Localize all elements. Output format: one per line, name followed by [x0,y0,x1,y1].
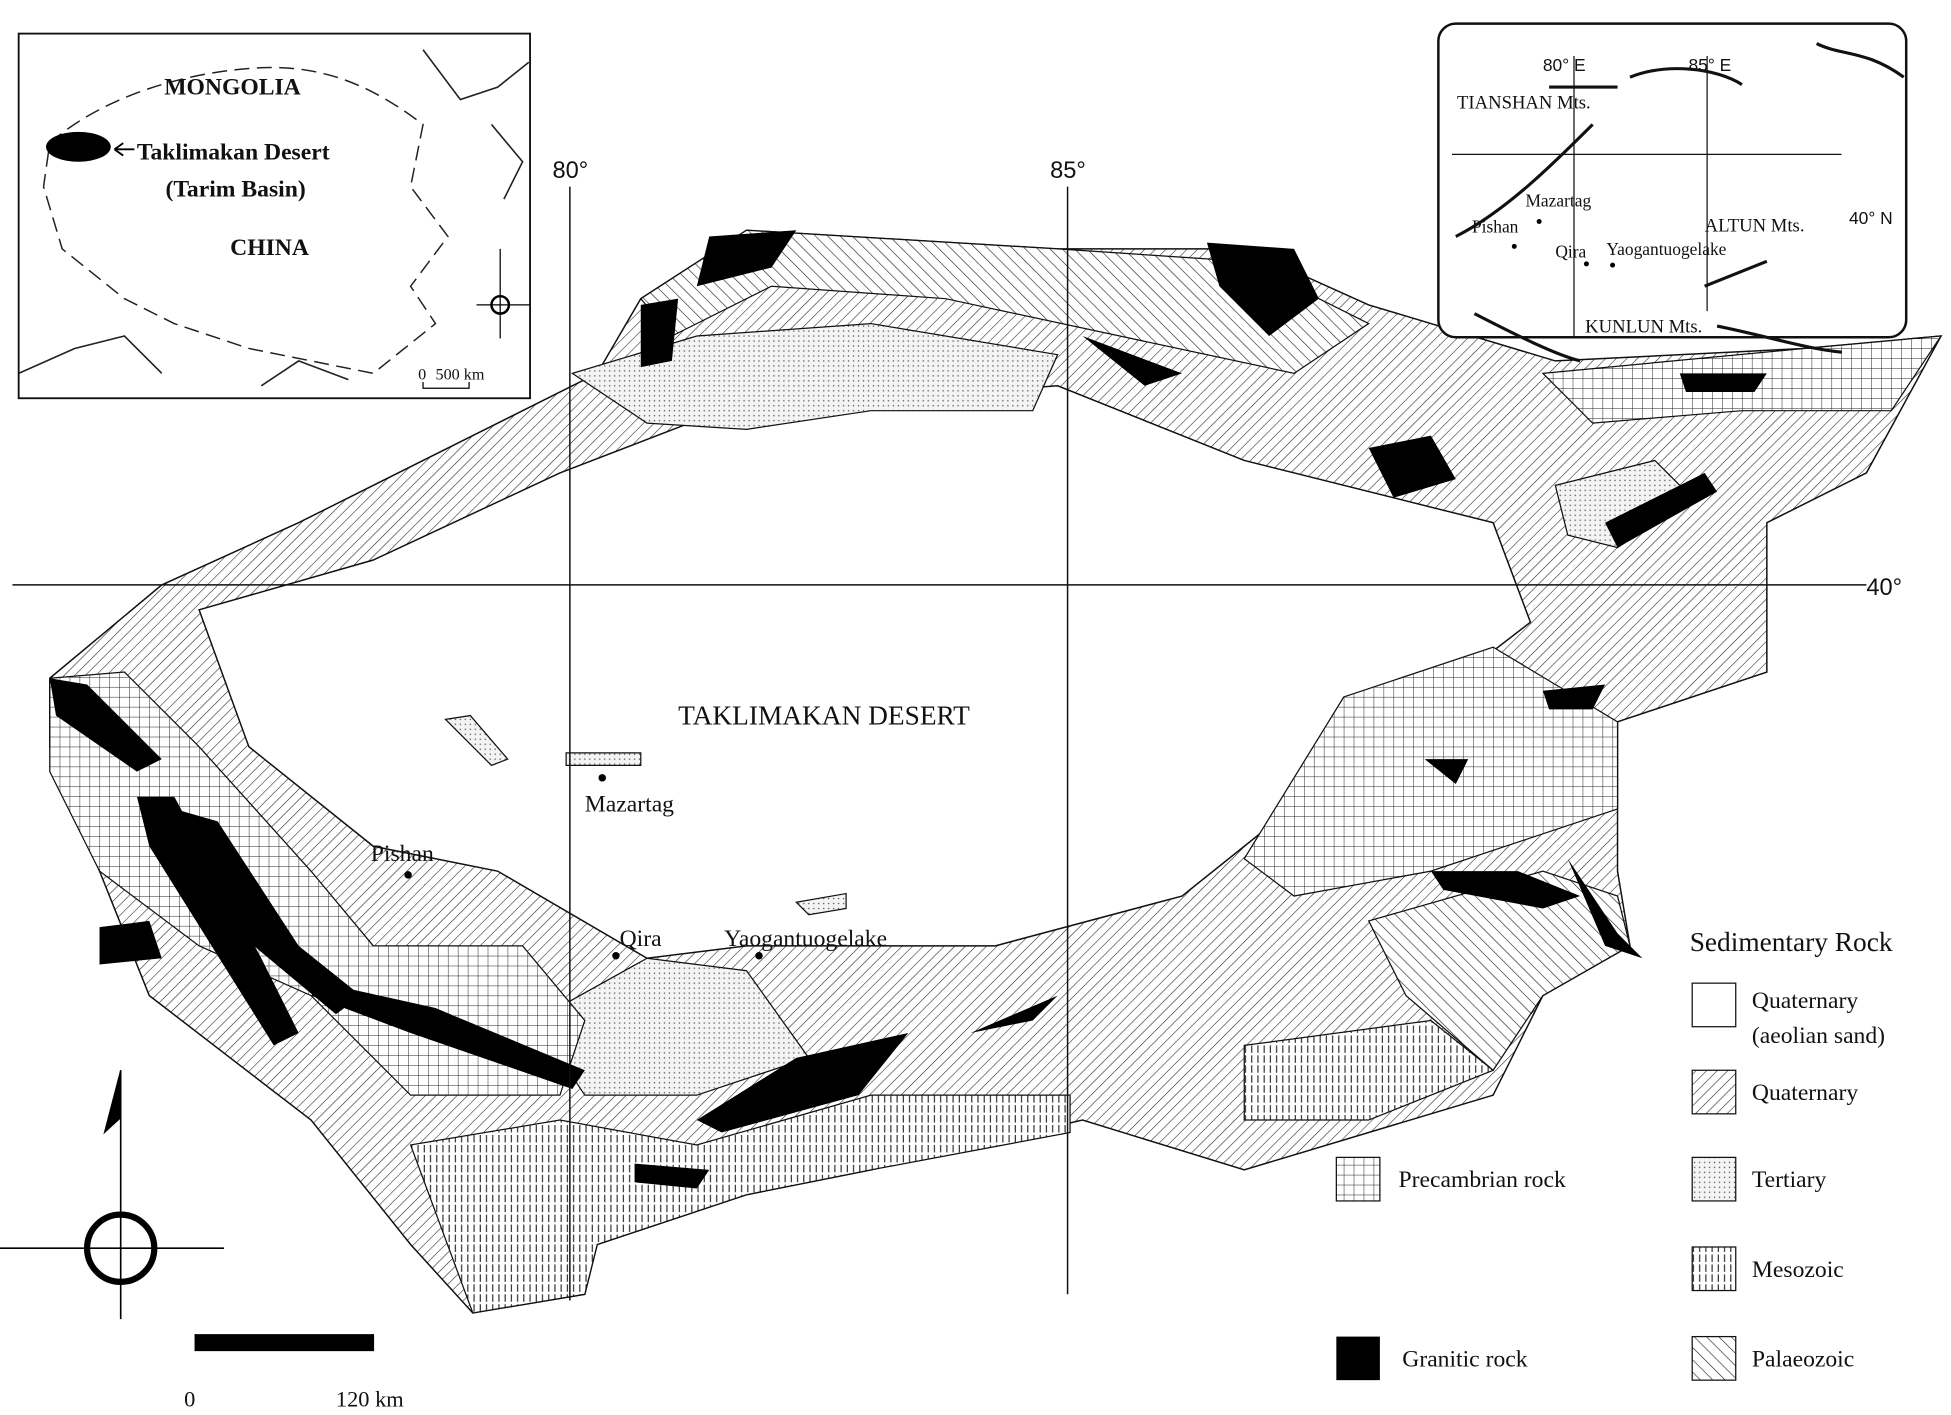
palaeozoic-north [639,229,1370,375]
scale-bar [194,1334,375,1352]
precambrian-east [1243,646,1619,897]
place-yaogantuogelake: Yaogantuogelake [724,926,887,952]
inset-lon-85: 85° E [1688,55,1731,75]
swatch-palaeozoic [1691,1335,1737,1381]
tertiary-north [570,322,1059,430]
precambrian-west [49,671,586,1096]
inset-north-arrow-icon [476,248,531,339]
swatch-tertiary [1691,1156,1737,1202]
location-inset: 80° E 85° E 40° N TIANSHAN Mts. ALTUN Mt… [1437,22,1908,363]
place-mazartag: Mazartag [585,791,674,817]
palaeozoic-southeast [1367,870,1631,1072]
legend-heading: Sedimentary Rock [1690,927,1893,957]
inset-qira: Qira [1555,242,1586,262]
legend-label-granite: Granitic rock [1402,1346,1527,1372]
scale-end: 120 km [336,1386,404,1411]
legend-label-precambrian: Precambrian rock [1399,1167,1566,1193]
legend-label-aeolian: Quaternary [1752,988,1858,1014]
place-qira: Qira [620,926,662,952]
main-map: 80° 85° 40° TAKLIMAKAN DESERT Mazartag P… [0,158,1943,1411]
granite-bodies [49,230,1767,1189]
swatch-aeolian-sand [1691,982,1737,1028]
label-desert: Taklimakan Desert [137,139,330,165]
mesozoic-east [1243,1019,1495,1121]
label-tianshan: TIANSHAN Mts. [1457,92,1591,113]
legend-label-aeolian-2: (aeolian sand) [1752,1023,1885,1049]
north-arrow-icon [0,1070,224,1320]
label-china: CHINA [230,235,309,261]
label-basin: (Tarim Basin) [165,177,305,203]
swatch-precambrian [1335,1156,1381,1202]
swatch-granite [1336,1336,1380,1381]
inset-yaogan: Yaogantuogelake [1606,239,1726,259]
place-pishan: Pishan [371,841,434,867]
mesozoic-south [409,1094,1071,1314]
desert-shape [46,131,111,162]
legend-label-quaternary: Quaternary [1752,1080,1858,1106]
inset-lon-80: 80° E [1543,55,1586,75]
inset-pishan: Pishan [1472,217,1519,237]
label-kunlun: KUNLUN Mts. [1585,316,1702,337]
map-title: TAKLIMAKAN DESERT [678,700,970,730]
legend-label-tertiary: Tertiary [1752,1167,1827,1193]
label-mongolia: MONGOLIA [164,75,301,101]
dune-patches [444,714,847,916]
inset-mazartag: Mazartag [1525,191,1591,211]
legend-label-mesozoic: Mesozoic [1752,1257,1844,1283]
overview-inset: MONGOLIA Taklimakan Desert (Tarim Basin)… [17,32,531,400]
scale-start: 0 [184,1386,195,1411]
swatch-quaternary [1691,1069,1737,1115]
label-altun: ALTUN Mts. [1705,215,1805,236]
inset-scale-end: 500 km [435,367,484,384]
inset-lat-40: 40° N [1849,208,1893,228]
legend: Sedimentary Rock Quaternary (aeolian san… [1335,927,1893,1381]
inset-scale-start: 0 [418,367,426,384]
lat-40-label: 40° [1866,575,1902,601]
lon-80-label: 80° [552,158,588,184]
graticule [12,186,1867,1301]
lon-85-label: 85° [1050,158,1086,184]
swatch-mesozoic [1691,1246,1737,1292]
legend-label-palaeozoic: Palaeozoic [1752,1346,1854,1372]
